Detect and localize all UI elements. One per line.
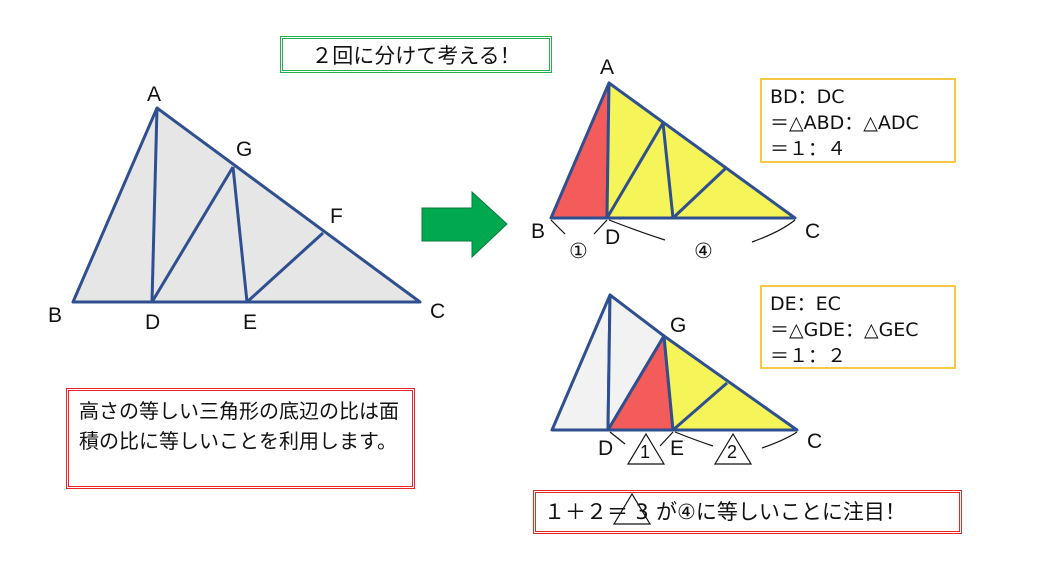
title-box: ２回に分けて考える！	[280, 36, 552, 73]
brace-bd-left	[550, 219, 566, 235]
brace-de-right	[659, 431, 674, 447]
ratio-triangle-icons	[612, 432, 753, 525]
brace-bd-right	[593, 219, 608, 235]
bottom-right-figure	[550, 293, 799, 432]
left-triangle-figure	[71, 106, 422, 304]
label-g: G	[670, 314, 687, 337]
ratio-de: 1	[640, 442, 651, 462]
segment-dg	[605, 122, 665, 219]
ratio-dc: ④	[694, 240, 713, 263]
conclusion-text-after: が④に等しいことに注目！	[656, 500, 906, 524]
triangle-number: 3	[635, 500, 649, 524]
segment-ef	[671, 166, 728, 220]
ratio-line: ＝△ABD：△ADC	[770, 112, 919, 134]
triangle-adc-yellow	[605, 81, 797, 220]
label-d: D	[605, 226, 621, 249]
segment-dg	[150, 166, 235, 303]
label-e: E	[670, 437, 685, 460]
label-c: C	[807, 430, 823, 453]
ratio-bd: ①	[569, 240, 588, 263]
conclusion-text-before: １＋２＝	[544, 500, 628, 524]
label-e: E	[243, 311, 258, 334]
triangle-left-gray	[550, 293, 612, 432]
label-d: D	[598, 437, 614, 460]
segment-ge	[661, 122, 675, 219]
segment-ad	[150, 107, 159, 303]
top-right-figure	[549, 81, 797, 220]
bottom-right-braces	[609, 431, 798, 449]
right-arrow-icon	[421, 190, 508, 259]
label-a: A	[147, 83, 162, 106]
brace-dc-left	[608, 219, 666, 241]
brace-de-left	[609, 431, 626, 445]
label-b: B	[48, 304, 63, 327]
label-f: F	[330, 205, 343, 228]
label-c: C	[805, 220, 821, 243]
brace-ec-right	[761, 431, 798, 449]
label-c: C	[430, 300, 446, 323]
triangle-outline-icon	[612, 492, 652, 525]
top-right-braces	[550, 219, 796, 243]
ratio-line: ＝△GDE：△GEC	[770, 319, 919, 341]
triangle-outline-icon	[626, 432, 666, 465]
segment-ef	[245, 231, 325, 304]
triangle-abd-red	[549, 81, 611, 220]
ratio-box-2: DE：EC ＝△GDE：△GEC ＝１：２	[760, 285, 956, 369]
brace-ec-left	[674, 431, 714, 447]
conclusion-box: １＋２＝ 3 が④に等しいことに注目！	[533, 490, 962, 534]
ratio-line: ＝１：２	[770, 345, 847, 367]
label-d: D	[145, 311, 161, 334]
label-b: B	[531, 220, 546, 243]
label-g: G	[236, 138, 253, 161]
ratio-line: DE：EC	[770, 293, 841, 315]
ratio-line: BD：DC	[770, 86, 845, 108]
label-a: A	[600, 56, 615, 79]
segment-ef	[672, 381, 728, 432]
segment-ge	[231, 166, 249, 303]
ratio-line: ＝１：４	[770, 138, 847, 160]
note-box: 高さの等しい三角形の底辺の比は面積の比に等しいことを利用します。	[66, 388, 415, 489]
brace-dc-right	[751, 219, 796, 243]
triangle-outline-icon	[713, 432, 753, 465]
ratio-ec: 2	[727, 442, 738, 462]
triangle-gec-yellow	[662, 334, 799, 432]
ratio-box-1: BD：DC ＝△ABD：△ADC ＝１：４	[760, 78, 956, 163]
